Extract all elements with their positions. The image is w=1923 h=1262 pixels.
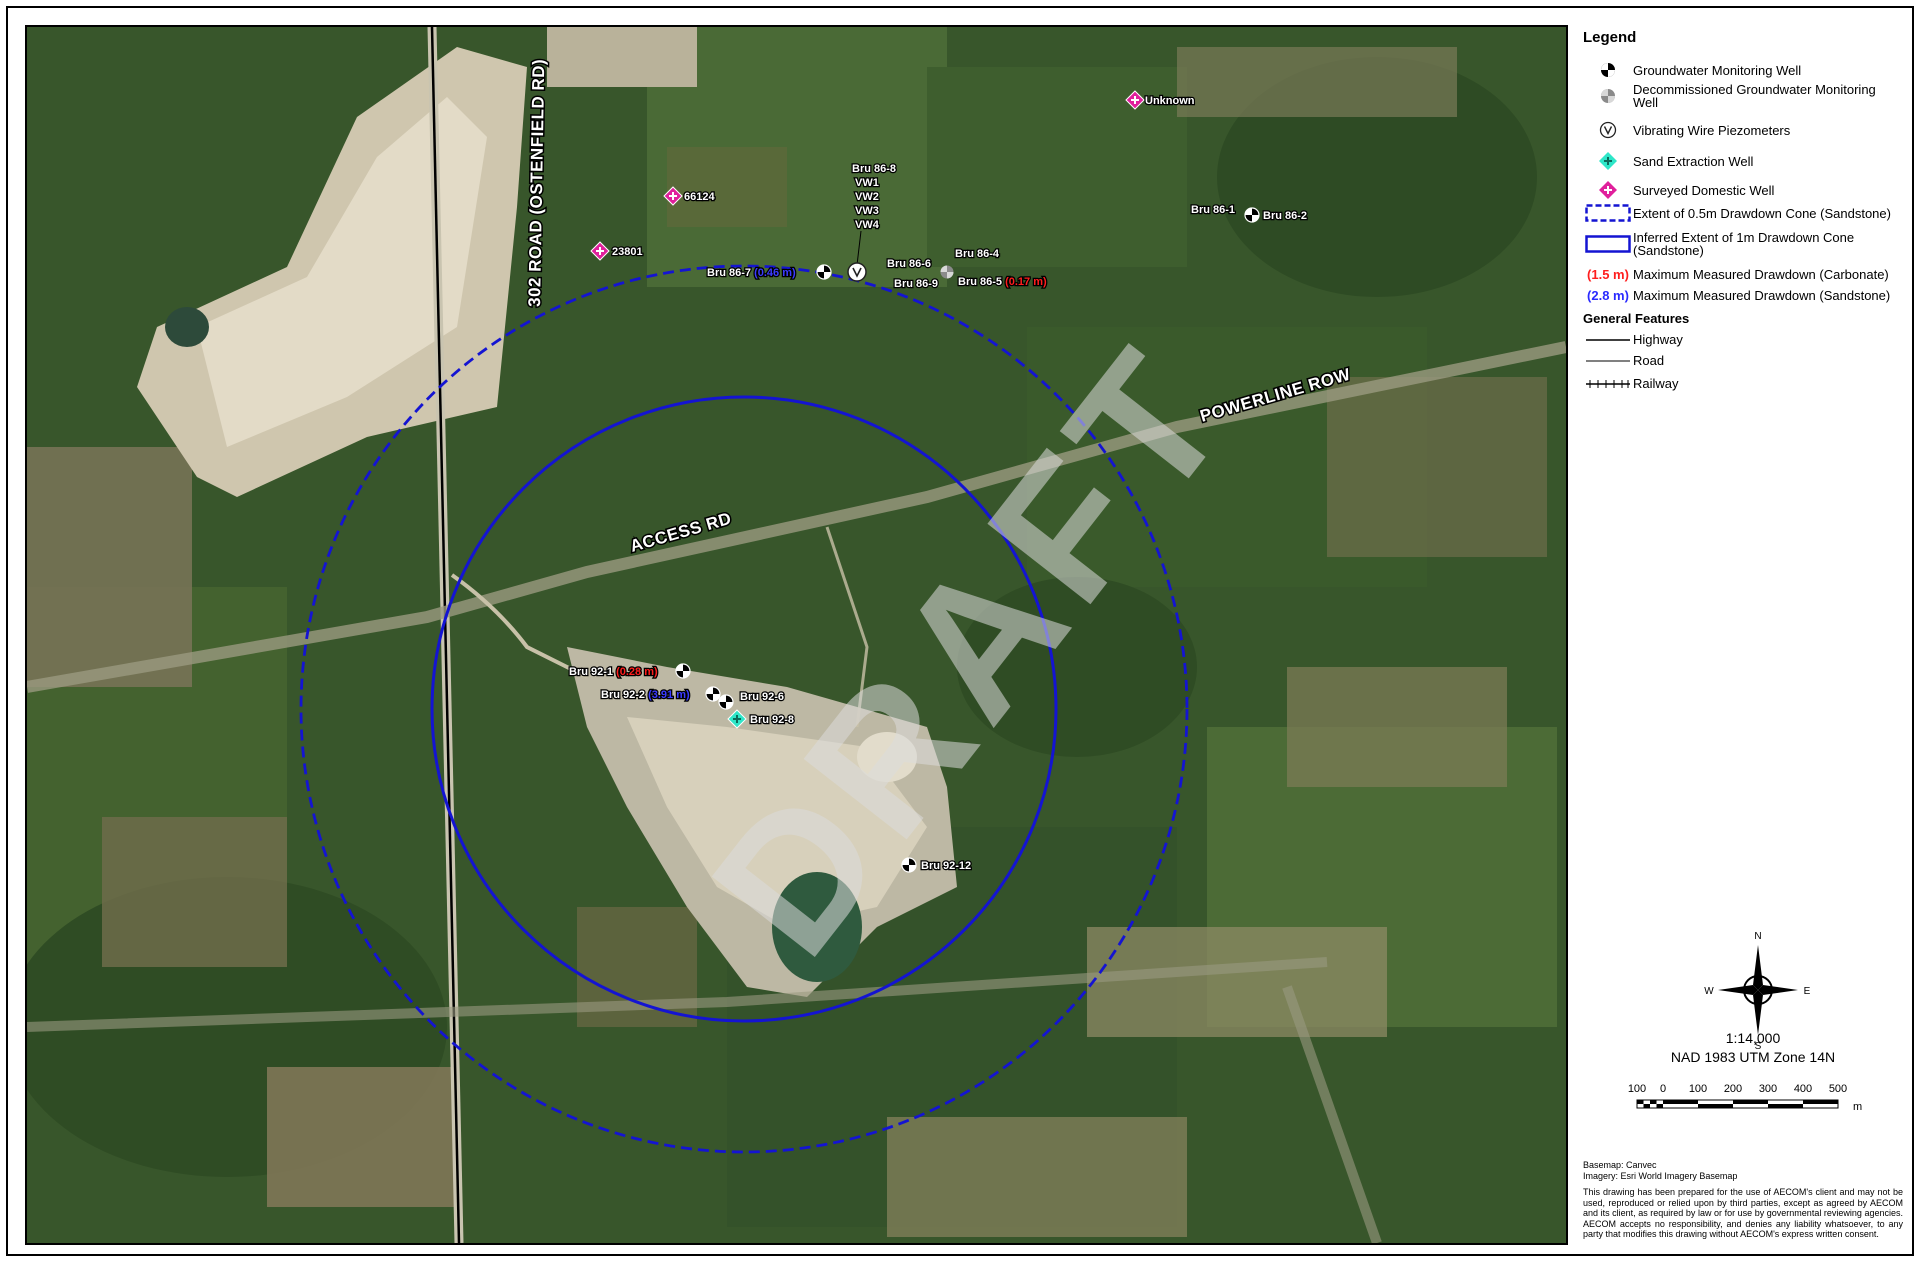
scale-tick: 0 <box>1660 1083 1666 1095</box>
map-canvas[interactable]: DRAFT 302 ROAD (OSTENFIELD RD) ACCESS RD… <box>27 27 1566 1243</box>
scale-tick: 500 <box>1829 1083 1847 1095</box>
vibrating-wire-icon <box>1583 121 1633 139</box>
legend-item-vw: Vibrating Wire Piezometers <box>1583 121 1903 139</box>
legend-panel: Legend Groundwater Monitoring Well Decom… <box>1583 25 1908 1245</box>
sand-extraction-icon <box>1583 151 1633 171</box>
solid-cone-icon <box>1583 235 1633 253</box>
well-label-23801: 23801 <box>612 246 643 258</box>
fields <box>27 47 1547 1237</box>
notes-block: Basemap: Canvec Imagery: Esri World Imag… <box>1583 1160 1903 1240</box>
gravel-pit-northwest <box>137 27 697 497</box>
decommissioned-well-icon <box>1583 87 1633 105</box>
well-label-bru92-2: Bru 92-2 (3.91 m) <box>601 689 690 701</box>
well-label-bru86-1: Bru 86-1 <box>1191 204 1235 216</box>
compass-e: E <box>1804 986 1811 997</box>
gw-well-marker[interactable] <box>705 686 721 702</box>
scale-tick: 200 <box>1724 1083 1742 1095</box>
drawdown-cone-0.5m[interactable] <box>299 264 1189 1154</box>
legend-item-carbonate: (1.5 m) Maximum Measured Drawdown (Carbo… <box>1587 267 1889 282</box>
decommissioned-well-marker[interactable] <box>940 265 954 279</box>
legend-item-road: Road <box>1583 354 1903 367</box>
well-label-bru92-12: Bru 92-12 <box>921 860 971 872</box>
gw-well-marker[interactable] <box>1244 207 1260 223</box>
well-label-bru86-5: Bru 86-5 (0.17 m) <box>958 276 1047 288</box>
road-line-icon <box>1583 358 1633 364</box>
compass-icon: N S E W <box>1704 931 1811 1052</box>
imagery-note: Imagery: Esri World Imagery Basemap <box>1583 1170 1738 1181</box>
legend-item-decom-well: Decommissioned Groundwater Monitoring We… <box>1583 83 1903 109</box>
drawdown-cone-1m[interactable] <box>430 395 1058 1023</box>
gw-well-icon <box>1583 61 1633 79</box>
well-label-bru92-1: Bru 92-1 (0.28 m) <box>569 666 658 678</box>
general-features-title: General Features <box>1583 311 1690 326</box>
scale-tick: 300 <box>1759 1083 1777 1095</box>
gw-well-marker[interactable] <box>901 857 917 873</box>
vw-label-3: VW3 <box>855 205 879 217</box>
legend-item-domestic-well: Surveyed Domestic Well <box>1583 180 1903 200</box>
gw-well-marker[interactable] <box>675 663 691 679</box>
road-network <box>27 27 1566 1243</box>
compass-w: W <box>1704 986 1714 997</box>
well-label-bru86-9: Bru 86-9 <box>894 278 938 290</box>
dashed-cone-icon <box>1583 204 1633 222</box>
legend-item-cone-1: Inferred Extent of 1m Drawdown Cone (San… <box>1583 231 1903 257</box>
road-label-302: 302 ROAD (OSTENFIELD RD) <box>525 59 548 307</box>
vw-label-2: VW2 <box>855 191 879 203</box>
scale-bar: 100 0 100 200 300 400 500 m <box>1623 1080 1883 1125</box>
well-label-bru86-7: Bru 86-7 (0.46 m) <box>707 267 796 279</box>
disclaimer-text: This drawing has been prepared for the u… <box>1583 1187 1903 1239</box>
domestic-well-icon <box>1583 180 1633 200</box>
legend-item-cone-05: Extent of 0.5m Drawdown Cone (Sandstone) <box>1583 204 1903 222</box>
compass-n: N <box>1754 931 1761 942</box>
projection-text: NAD 1983 UTM Zone 14N <box>1670 1049 1836 1065</box>
scale-tick: 100 <box>1628 1083 1646 1095</box>
basemap-note: Basemap: Canvec <box>1583 1160 1657 1170</box>
compass-s: S <box>1755 1041 1762 1052</box>
map-panel[interactable]: DRAFT 302 ROAD (OSTENFIELD RD) ACCESS RD… <box>25 25 1568 1245</box>
well-label-bru92-6: Bru 92-6 <box>740 691 784 703</box>
vw-label-1: VW1 <box>855 177 879 189</box>
legend-item-sandstone: (2.8 m) Maximum Measured Drawdown (Sands… <box>1587 288 1891 303</box>
scale-ratio: 1:14,000 <box>1725 1030 1781 1046</box>
well-label-66124: 66124 <box>684 191 715 203</box>
highway-line-icon <box>1583 337 1633 343</box>
forest-patches <box>27 27 1566 1243</box>
scale-unit: m <box>1853 1101 1862 1113</box>
page-frame <box>6 6 1914 1256</box>
scale-tick: 400 <box>1794 1083 1812 1095</box>
vw-label-4: VW4 <box>855 219 880 231</box>
legend-item-railway: Railway <box>1583 377 1903 390</box>
gravel-pit-central <box>567 647 957 997</box>
scale-tick: 100 <box>1689 1083 1707 1095</box>
legend-item-sand-well: Sand Extraction Well <box>1583 151 1903 171</box>
legend-item-highway: Highway <box>1583 333 1903 346</box>
railway-line-icon <box>1583 379 1633 389</box>
vw-piezometer-marker[interactable] <box>847 262 867 282</box>
well-label-bru86-2: Bru 86-2 <box>1263 210 1307 222</box>
north-arrow: N S E W <box>1703 925 1813 1055</box>
legend-title: Legend <box>1583 29 1637 46</box>
well-label-bru86-6: Bru 86-6 <box>887 258 931 270</box>
well-label-unknown: Unknown <box>1145 95 1195 107</box>
gw-well-marker[interactable] <box>816 264 832 280</box>
gw-well-marker[interactable] <box>718 694 734 710</box>
well-label-bru86-4: Bru 86-4 <box>955 248 1000 260</box>
well-label-bru92-8: Bru 92-8 <box>750 714 794 726</box>
legend-item-gw-well: Groundwater Monitoring Well <box>1583 61 1903 79</box>
well-label-bru86-8: Bru 86-8 <box>852 163 896 175</box>
